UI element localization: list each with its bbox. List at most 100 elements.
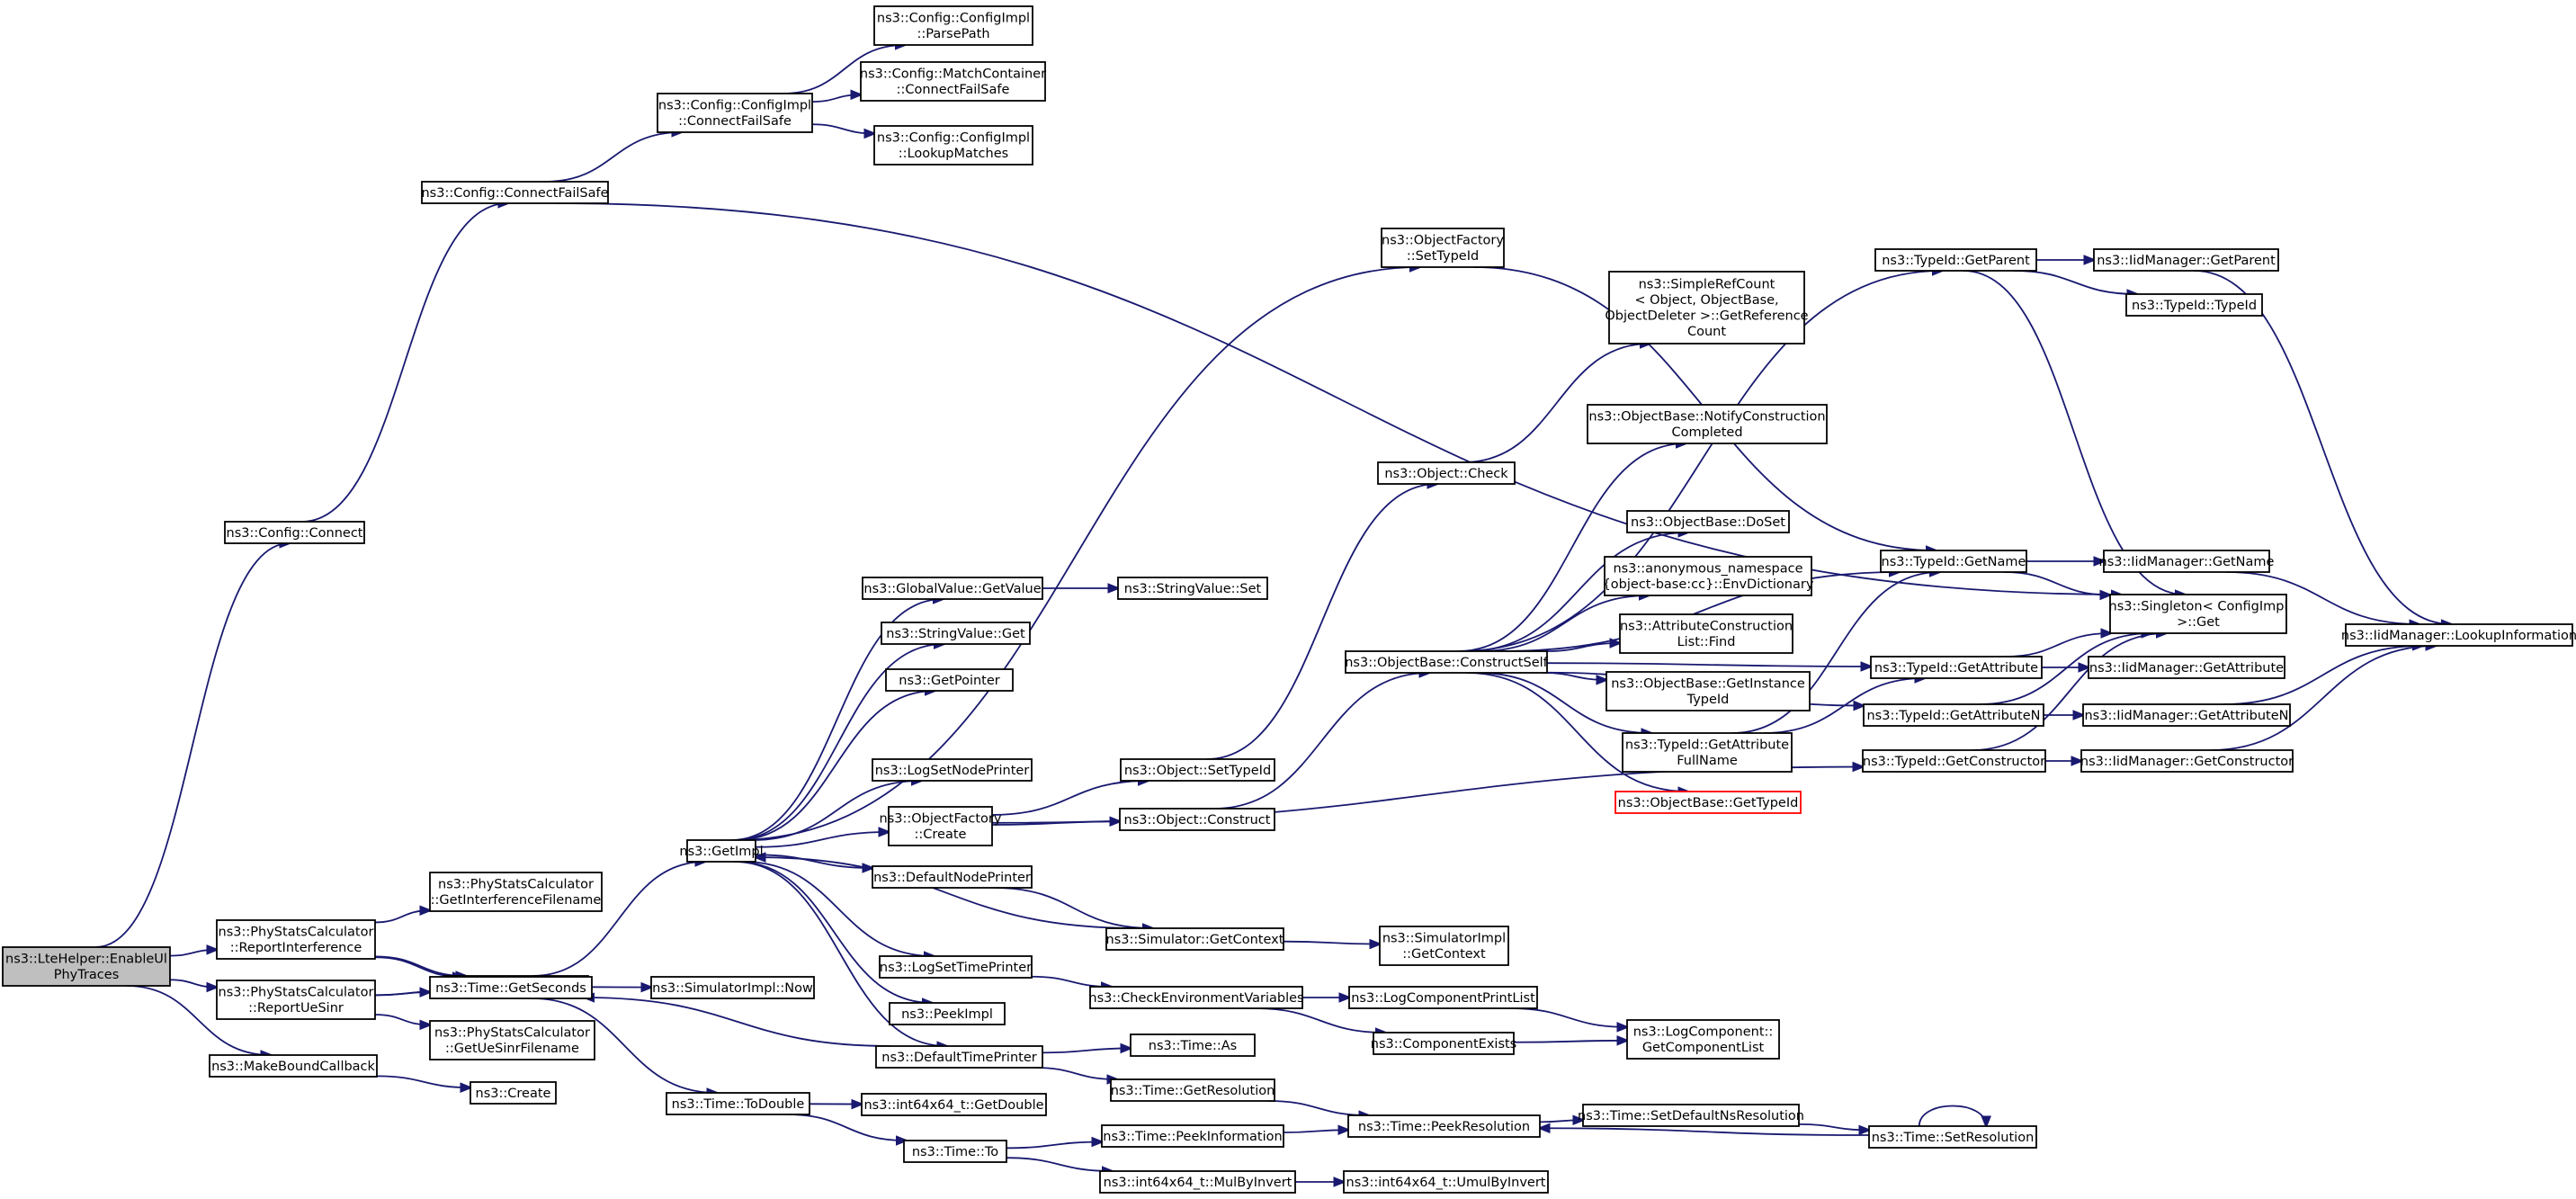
- node-getinterffn[interactable]: ns3::PhyStatsCalculator::GetInterference…: [429, 872, 603, 912]
- node-obj_settypeid[interactable]: ns3::Object::SetTypeId: [1120, 758, 1275, 782]
- node-tid_getname[interactable]: ns3::TypeId::GetName: [1880, 550, 2027, 573]
- node-time_peekinfo[interactable]: ns3::Time::PeekInformation: [1101, 1124, 1284, 1148]
- node-getpointer[interactable]: ns3::GetPointer: [885, 668, 1014, 692]
- node-of_settypeid[interactable]: ns3::ObjectFactory::SetTypeId: [1381, 228, 1505, 268]
- node-tid_getctor[interactable]: ns3::TypeId::GetConstructor: [1862, 749, 2046, 773]
- node-connectfailsafe[interactable]: ns3::Config::ConnectFailSafe: [421, 181, 609, 204]
- node-label: ::Create: [915, 828, 967, 842]
- node-obj_construct[interactable]: ns3::Object::Construct: [1119, 808, 1275, 831]
- node-makebound[interactable]: ns3::MakeBoundCallback: [209, 1054, 378, 1078]
- node-box: [873, 125, 1033, 166]
- node-create[interactable]: ns3::Create: [470, 1081, 557, 1105]
- node-time_setres[interactable]: ns3::Time::SetResolution: [1868, 1125, 2037, 1149]
- node-parsepath[interactable]: ns3::Config::ConfigImpl::ParsePath: [873, 5, 1033, 46]
- node-singleton_get[interactable]: ns3::Singleton< ConfigImpl >::Get: [2109, 594, 2288, 634]
- node-cfgimpl_cfs[interactable]: ns3::Config::ConfigImpl::ConnectFailSafe: [657, 93, 813, 133]
- node-iid_getparent[interactable]: ns3::IidManager::GetParent: [2093, 248, 2279, 272]
- node-box: [2103, 550, 2270, 573]
- node-mc_cfs[interactable]: ns3::Config::MatchContainer::ConnectFail…: [860, 61, 1046, 102]
- node-logsetnodeprinter[interactable]: ns3::LogSetNodePrinter: [872, 758, 1033, 782]
- node-logcompprintlist[interactable]: ns3::LogComponentPrintList: [1348, 986, 1538, 1009]
- node-connect[interactable]: ns3::Config::Connect: [224, 521, 365, 544]
- node-label: ::GetInterferenceFilename: [431, 893, 602, 908]
- node-simimpl_getcontext[interactable]: ns3::SimulatorImpl::GetContext: [1379, 926, 1509, 966]
- node-getseconds[interactable]: ns3::Time::GetSeconds: [429, 976, 593, 999]
- node-box: [1587, 404, 1828, 444]
- edge-time_to-to-time_peekinfo: [1006, 1142, 1102, 1150]
- node-label: ::GetContext: [1402, 947, 1486, 962]
- node-box: [2080, 749, 2294, 773]
- node-label: ns3::IidManager::GetParent: [2097, 254, 2276, 268]
- node-time_to[interactable]: ns3::Time::To: [903, 1140, 1007, 1163]
- node-label: ns3::TypeId::TypeId: [2132, 299, 2257, 313]
- node-sv_set[interactable]: ns3::StringValue::Set: [1117, 577, 1268, 600]
- node-time_getres[interactable]: ns3::Time::GetResolution: [1110, 1078, 1275, 1102]
- node-getimpl[interactable]: ns3::GetImpl: [679, 839, 764, 863]
- node-simimplnow[interactable]: ns3::SimulatorImpl::Now: [650, 976, 815, 999]
- node-label: ns3::ObjectBase::GetTypeId: [1618, 796, 1799, 810]
- node-iid_getattr[interactable]: ns3::IidManager::GetAttribute: [2088, 656, 2285, 679]
- node-box: [470, 1081, 557, 1105]
- node-todouble[interactable]: ns3::Time::ToDouble: [666, 1092, 810, 1115]
- node-envdict[interactable]: ns3::anonymous_namespace{object-base:cc}…: [1603, 556, 1814, 596]
- edge-getimpl-to-defaultnodeprinter: [755, 854, 872, 868]
- node-label: ns3::Config::ConnectFailSafe: [421, 186, 608, 201]
- node-compexists[interactable]: ns3::ComponentExists: [1371, 1032, 1517, 1055]
- node-label: ns3::PhyStatsCalculator: [438, 878, 594, 892]
- node-logsettimeprinter[interactable]: ns3::LogSetTimePrinter: [879, 955, 1033, 979]
- node-reportinterf[interactable]: ns3::PhyStatsCalculator::ReportInterfere…: [216, 919, 376, 960]
- node-sv_get[interactable]: ns3::StringValue::Get: [881, 622, 1031, 645]
- node-defaultnodeprinter[interactable]: ns3::DefaultNodePrinter: [872, 865, 1033, 889]
- node-box: [1880, 550, 2027, 573]
- node-label: ::GetUeSinrFilename: [445, 1042, 579, 1056]
- node-srefcount[interactable]: ns3::SimpleRefCount< Object, ObjectBase,…: [1605, 271, 1809, 344]
- node-logcomp_getlist[interactable]: ns3::LogComponent::GetComponentList: [1626, 1019, 1780, 1060]
- node-box: [872, 758, 1033, 782]
- node-getuesinrfn[interactable]: ns3::PhyStatsCalculator::GetUeSinrFilena…: [429, 1020, 595, 1060]
- node-time_setdefres[interactable]: ns3::Time::SetDefaultNsResolution: [1578, 1104, 1804, 1127]
- node-i64_umulbyinvert[interactable]: ns3::int64x64_t::UmulByInvert: [1343, 1170, 1549, 1194]
- node-i64_mulbyinvert[interactable]: ns3::int64x64_t::MulByInvert: [1099, 1170, 1296, 1194]
- node-lookupmatches[interactable]: ns3::Config::ConfigImpl::LookupMatches: [873, 125, 1033, 166]
- edge-connectfailsafe-to-singleton_get: [558, 202, 2121, 595]
- node-label: ns3::Time::SetResolution: [1872, 1131, 2035, 1145]
- node-box: [1379, 926, 1509, 966]
- node-time_peekres[interactable]: ns3::Time::PeekResolution: [1347, 1114, 1541, 1138]
- node-i64_getdouble[interactable]: ns3::int64x64_t::GetDouble: [861, 1093, 1047, 1116]
- node-sim_getcontext[interactable]: ns3::Simulator::GetContext: [1105, 927, 1284, 951]
- node-iid_getctor[interactable]: ns3::IidManager::GetConstructor: [2080, 749, 2294, 773]
- node-box: [2345, 623, 2573, 647]
- node-iid_getattrn[interactable]: ns3::IidManager::GetAttributeN: [2082, 703, 2291, 727]
- node-of_create[interactable]: ns3::ObjectFactory::Create: [880, 806, 1002, 846]
- node-tid_getattrn[interactable]: ns3::TypeId::GetAttributeN: [1863, 703, 2044, 727]
- node-iid_lookupinfo[interactable]: ns3::IidManager::LookupInformation: [2341, 623, 2576, 647]
- node-label: ns3::ObjectFactory: [1382, 234, 1504, 248]
- node-time_as[interactable]: ns3::Time::As: [1130, 1033, 1256, 1057]
- node-tid_getattr[interactable]: ns3::TypeId::GetAttribute: [1870, 656, 2043, 679]
- node-reportuesinr[interactable]: ns3::PhyStatsCalculator::ReportUeSinr: [216, 980, 376, 1020]
- node-ob_notify[interactable]: ns3::ObjectBase::NotifyConstructionCompl…: [1587, 404, 1828, 444]
- node-tid_typeid[interactable]: ns3::TypeId::TypeId: [2125, 293, 2263, 317]
- node-label: PhyTraces: [54, 968, 120, 982]
- node-ob_gettypeid[interactable]: ns3::ObjectBase::GetTypeId: [1614, 791, 1802, 814]
- node-label: ns3::PhyStatsCalculator: [219, 926, 374, 940]
- node-checkenv[interactable]: ns3::CheckEnvironmentVariables: [1088, 986, 1304, 1009]
- node-ob_constructself[interactable]: ns3::ObjectBase::ConstructSelf: [1345, 650, 1549, 674]
- edge-ob_constructself-to-tid_getattr: [1546, 663, 1871, 667]
- node-obj_check[interactable]: ns3::Object::Check: [1377, 461, 1516, 485]
- node-peekimpl[interactable]: ns3::PeekImpl: [889, 1002, 1006, 1025]
- node-tid_getparent[interactable]: ns3::TypeId::GetParent: [1874, 248, 2037, 272]
- node-box: [1105, 927, 1284, 951]
- node-ob_doset[interactable]: ns3::ObjectBase::DoSet: [1626, 510, 1790, 533]
- node-layer: ns3::LteHelper::EnableUlPhyTracesns3::Co…: [2, 5, 2576, 1194]
- node-label: ns3::Time::GetSeconds: [435, 981, 586, 996]
- node-label: ns3::LteHelper::EnableUl: [5, 953, 167, 967]
- node-gv_getvalue[interactable]: ns3::GlobalValue::GetValue: [862, 577, 1043, 600]
- node-label: ns3::AttributeConstruction: [1620, 620, 1793, 634]
- node-defaulttimeprinter[interactable]: ns3::DefaultTimePrinter: [875, 1045, 1043, 1069]
- node-iid_getname[interactable]: ns3::IidManager::GetName: [2099, 550, 2275, 573]
